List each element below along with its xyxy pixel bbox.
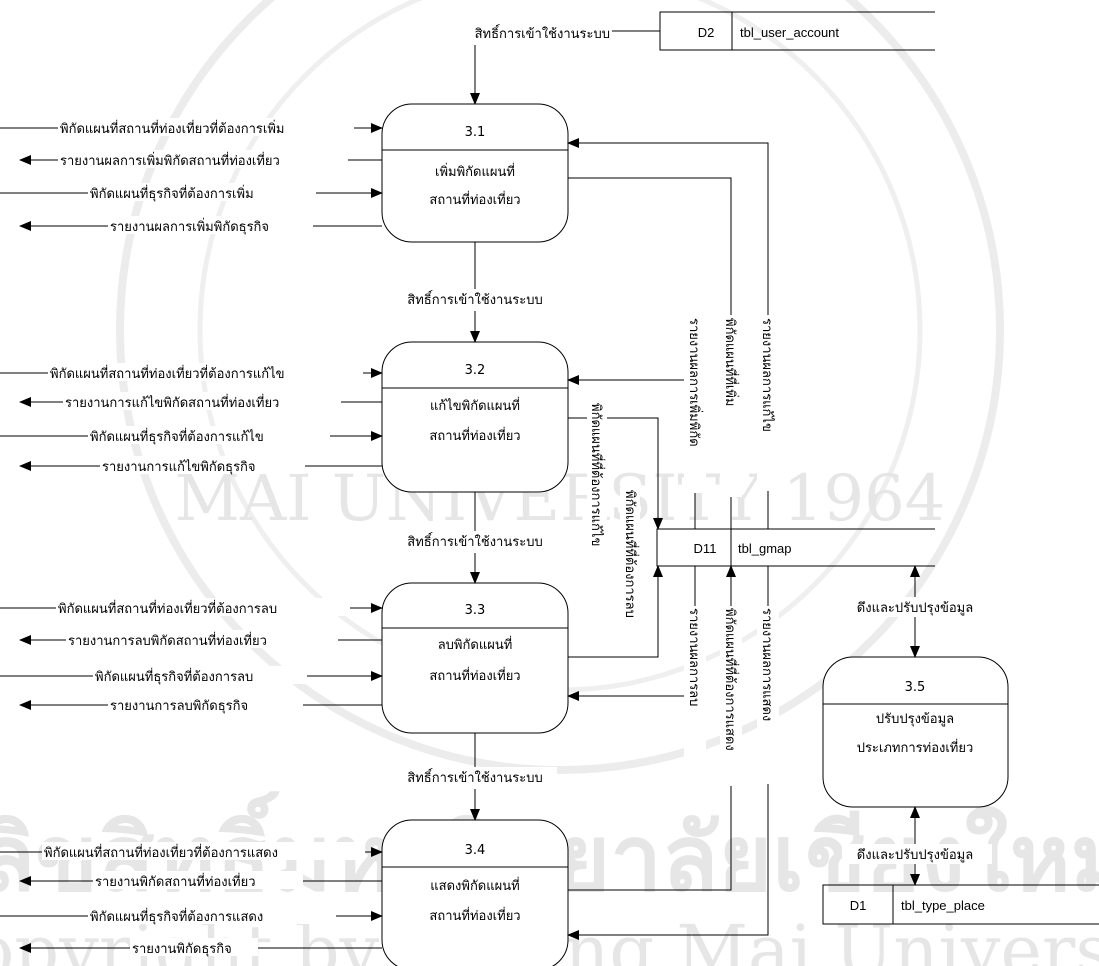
process-3-3-title-line2: สถานที่ท่องเที่ยว	[429, 667, 520, 684]
external-flows-p33: พิกัดแผนที่สถานที่ท่องเที่ยวที่ต้องการลบ…	[0, 598, 383, 714]
flow-p35-d1: ดึงและปรับปรุงข้อมูล	[842, 806, 992, 886]
datastore-d11-id: D11	[694, 541, 717, 556]
process-3-5-title-line2: ประเภทการท่องเที่ยว	[857, 739, 974, 756]
flow-p31-to-p32: สิทธิ์การเข้าใช้งานระบบ	[392, 242, 557, 343]
vertical-labels-upper: รายงานผลการเพิ่มพิกัด พิกัดแผนที่ที่เพิ่…	[684, 315, 779, 497]
flow-d11-p35: ดึงและปรับปรุงข้อมูล	[842, 565, 992, 658]
flow-p32-to-p33: สิทธิ์การเข้าใช้งานระบบ	[392, 492, 557, 584]
flow-34-out-2: รายงานพิกัดธุรกิจ	[132, 942, 232, 957]
process-3-5-title-line1: ปรับปรุงข้อมูล	[876, 712, 954, 727]
process-3-2-title-line1: แก้ไขพิกัดแผนที่	[430, 397, 520, 414]
flow-33-in-2: พิกัดแผนที่ธุรกิจที่ต้องการลบ	[95, 668, 253, 685]
flow-33-out-1: รายงานการลบพิกัดสถานที่ท่องเที่ยว	[68, 632, 267, 649]
external-flows-p32: พิกัดแผนที่สถานที่ท่องเที่ยวที่ต้องการแก…	[0, 363, 383, 475]
datastore-d2-name: tbl_user_account	[740, 25, 839, 40]
process-3-1-number: 3.1	[465, 125, 486, 140]
datastore-d1-id: D1	[850, 898, 867, 913]
process-3-1[interactable]: 3.1 เพิ่มพิกัดแผนที่ สถานที่ท่องเที่ยว	[381, 103, 569, 243]
flow-31-out-2: รายงานผลการเพิ่มพิกัดธุรกิจ	[110, 218, 269, 235]
flow-32-in-2: พิกัดแผนที่ธุรกิจที่ต้องการแก้ไข	[90, 428, 264, 445]
vlabel-mid-2: พิกัดแผนที่ที่ต้องการลบ	[622, 490, 639, 618]
datastore-d1-name: tbl_type_place	[901, 898, 985, 913]
process-3-2[interactable]: 3.2 แก้ไขพิกัดแผนที่ สถานที่ท่องเที่ยว	[381, 341, 569, 493]
flow-33-in-1: พิกัดแผนที่สถานที่ท่องเที่ยวที่ต้องการลบ	[58, 600, 277, 617]
process-3-4-title-line2: สถานที่ท่องเที่ยว	[429, 907, 520, 924]
external-flows-p34: พิกัดแผนที่สถานที่ท่องเที่ยวที่ต้องการแส…	[0, 842, 383, 957]
flow-access-label-2: สิทธิ์การเข้าใช้งานระบบ	[407, 532, 542, 550]
vertical-labels-lower: รายงานผลการลบ พิกัดแผนที่ที่ต้องการแสดง …	[684, 606, 779, 786]
flow-32-out-1: รายงานการแก้ไขพิกัดสถานที่ท่องเที่ยว	[65, 394, 279, 411]
process-3-4[interactable]: 3.4 แสดงพิกัดแผนที่ สถานที่ท่องเที่ยว	[381, 819, 569, 966]
flow-31-in-2: พิกัดแผนที่ธุรกิจที่ต้องการเพิ่ม	[90, 185, 254, 202]
datastore-d1[interactable]: D1 tbl_type_place	[822, 884, 1099, 925]
vlabel-upper-3: รายงานผลการแก้ไข	[759, 318, 775, 432]
external-flows-p31: พิกัดแผนที่สถานที่ท่องเที่ยวที่ต้องการเพ…	[0, 118, 383, 235]
process-3-3-number: 3.3	[465, 603, 486, 618]
process-3-3[interactable]: 3.3 ลบพิกัดแผนที่ สถานที่ท่องเที่ยว	[381, 582, 569, 734]
vlabel-lower-2: พิกัดแผนที่ที่ต้องการแสดง	[722, 608, 739, 751]
flow-p33-to-p34: สิทธิ์การเข้าใช้งานระบบ	[392, 733, 557, 821]
vlabel-mid-1: พิกัดแผนที่ที่ต้องการแก้ไข	[588, 403, 605, 546]
datastore-d11[interactable]: D11 tbl_gmap	[656, 528, 935, 567]
flow-access-label-1: สิทธิ์การเข้าใช้งานระบบ	[407, 290, 542, 308]
flow-31-in-1: พิกัดแผนที่สถานที่ท่องเที่ยวที่ต้องการเพ…	[60, 120, 284, 137]
watermark-seal-ring	[116, 0, 1004, 774]
flow-34-out-1: รายงานพิกัดสถานที่ท่องเที่ยว	[95, 873, 256, 890]
flow-access-top-label: สิทธิ์การเข้าใช้งานระบบ	[475, 24, 610, 42]
process-3-4-number: 3.4	[465, 843, 486, 858]
vlabel-lower-1: รายงานผลการลบ	[686, 608, 701, 706]
process-3-2-number: 3.2	[465, 363, 486, 378]
process-3-1-title-line2: สถานที่ท่องเที่ยว	[429, 191, 520, 208]
process-3-5[interactable]: 3.5 ปรับปรุงข้อมูล ประเภทการท่องเที่ยว	[822, 656, 1009, 808]
flow-31-out-1: รายงานผลการเพิ่มพิกัดสถานที่ท่องเที่ยว	[60, 152, 280, 169]
datastore-d2-id: D2	[698, 25, 715, 40]
flow-33-out-2: รายงานการลบพิกัดธุรกิจ	[110, 699, 248, 714]
flow-32-in-1: พิกัดแผนที่สถานที่ท่องเที่ยวที่ต้องการแก…	[50, 365, 285, 382]
flow-34-in-2: พิกัดแผนที่ธุรกิจที่ต้องการแสดง	[90, 908, 263, 925]
flow-sync-label-1: ดึงและปรับปรุงข้อมูล	[857, 601, 973, 616]
process-3-4-title-line1: แสดงพิกัดแผนที่	[430, 877, 519, 894]
process-3-3-title-line1: ลบพิกัดแผนที่	[438, 636, 513, 653]
process-3-5-number: 3.5	[905, 680, 926, 695]
flow-32-out-2: รายงานการแก้ไขพิกัดธุรกิจ	[102, 459, 256, 475]
watermark-seal-inner-ring	[197, 0, 923, 693]
datastore-d2[interactable]: D2 tbl_user_account	[659, 11, 935, 51]
flow-access-label-3: สิทธิ์การเข้าใช้งานระบบ	[407, 768, 542, 786]
process-3-2-title-line2: สถานที่ท่องเที่ยว	[429, 427, 520, 444]
vertical-labels-mid: พิกัดแผนที่ที่ต้องการแก้ไข พิกัดแผนที่ที…	[587, 400, 640, 650]
flow-d2-to-p31: สิทธิ์การเข้าใช้งานระบบ	[470, 24, 660, 105]
vlabel-upper-1: รายงานผลการเพิ่มพิกัด	[686, 318, 703, 447]
process-3-1-title-line1: เพิ่มพิกัดแผนที่	[435, 163, 515, 180]
vlabel-lower-3: รายงานผลการแสดง	[759, 608, 774, 721]
flow-34-in-1: พิกัดแผนที่สถานที่ท่องเที่ยวที่ต้องการแส…	[44, 844, 278, 861]
flow-sync-label-2: ดึงและปรับปรุงข้อมูล	[857, 848, 973, 863]
datastore-d11-name: tbl_gmap	[738, 541, 791, 556]
vlabel-upper-2: พิกัดแผนที่ที่เพิ่ม	[722, 318, 739, 407]
